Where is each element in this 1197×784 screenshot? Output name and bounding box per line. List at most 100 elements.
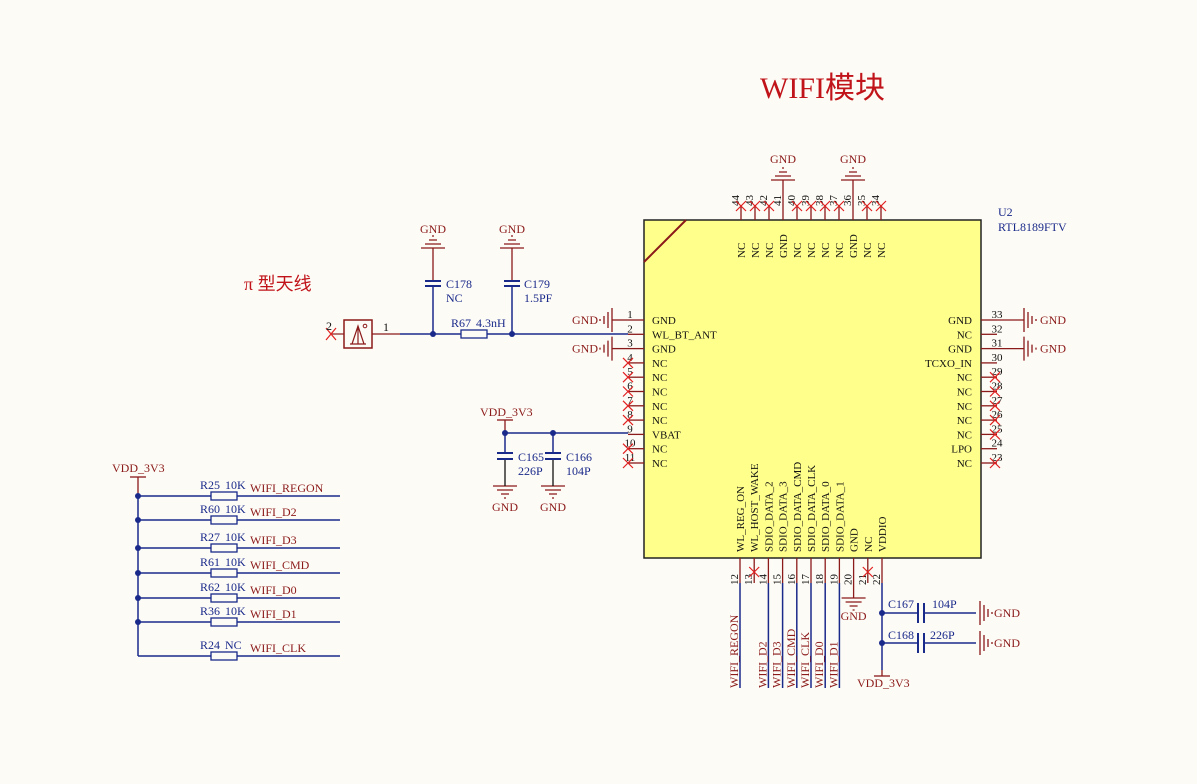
pin-name: GND bbox=[948, 315, 972, 327]
ground-icon bbox=[421, 235, 445, 249]
resistor-body[interactable] bbox=[210, 651, 238, 661]
pin-number: 30 bbox=[992, 352, 1004, 364]
no-connect-icon bbox=[622, 443, 634, 455]
no-connect-icon bbox=[763, 200, 775, 212]
no-connect-icon bbox=[749, 200, 761, 212]
pin-number: 37 bbox=[828, 195, 840, 207]
pin-number: 24 bbox=[992, 438, 1004, 450]
pin-number: 43 bbox=[744, 195, 756, 207]
pin-number: 41 bbox=[772, 195, 784, 206]
pin-name: SDIO_DATA_0 bbox=[820, 481, 832, 552]
pin-name: NC bbox=[764, 243, 776, 258]
pin-name: NC bbox=[652, 372, 667, 384]
pin-number: 42 bbox=[758, 195, 770, 206]
inductor-r67[interactable] bbox=[460, 329, 488, 339]
resistor-body[interactable] bbox=[210, 515, 238, 525]
pin-number: 14 bbox=[757, 574, 769, 586]
resistor-body[interactable] bbox=[210, 491, 238, 501]
net-label: WIFI_CLK bbox=[798, 632, 812, 688]
net-label: WIFI_D2 bbox=[250, 505, 297, 519]
no-connect-icon bbox=[833, 200, 845, 212]
pin-number: 19 bbox=[828, 574, 840, 586]
chip-u2[interactable]: U2 RTL8189FTV bbox=[643, 205, 1067, 559]
net-label: WIFI_D0 bbox=[812, 641, 826, 688]
pin-number: 6 bbox=[627, 381, 633, 393]
resistor-value: 10K bbox=[225, 580, 246, 594]
pin-name: NC bbox=[957, 329, 972, 341]
resistor-body[interactable] bbox=[210, 543, 238, 553]
resistor-body[interactable] bbox=[210, 568, 238, 578]
gnd-label: GND bbox=[1040, 342, 1066, 356]
pin-name: NC bbox=[957, 429, 972, 441]
pin-name: NC bbox=[652, 458, 667, 470]
pin-name: NC bbox=[806, 243, 818, 258]
ground-icon bbox=[541, 485, 565, 499]
pin-name: NC bbox=[957, 387, 972, 399]
resistor-body[interactable] bbox=[210, 617, 238, 627]
no-connect-icon bbox=[875, 200, 887, 212]
net-wifi-d3: WIFI_D3 bbox=[770, 583, 784, 688]
pin-name: NC bbox=[820, 243, 832, 258]
chip-body[interactable] bbox=[643, 219, 982, 559]
pin-number: 7 bbox=[627, 395, 633, 407]
pin-name: NC bbox=[792, 243, 804, 258]
resistor-body[interactable] bbox=[210, 593, 238, 603]
pin-name: GND bbox=[848, 234, 860, 258]
antenna-icon bbox=[350, 324, 366, 345]
pin-number: 13 bbox=[743, 574, 755, 586]
